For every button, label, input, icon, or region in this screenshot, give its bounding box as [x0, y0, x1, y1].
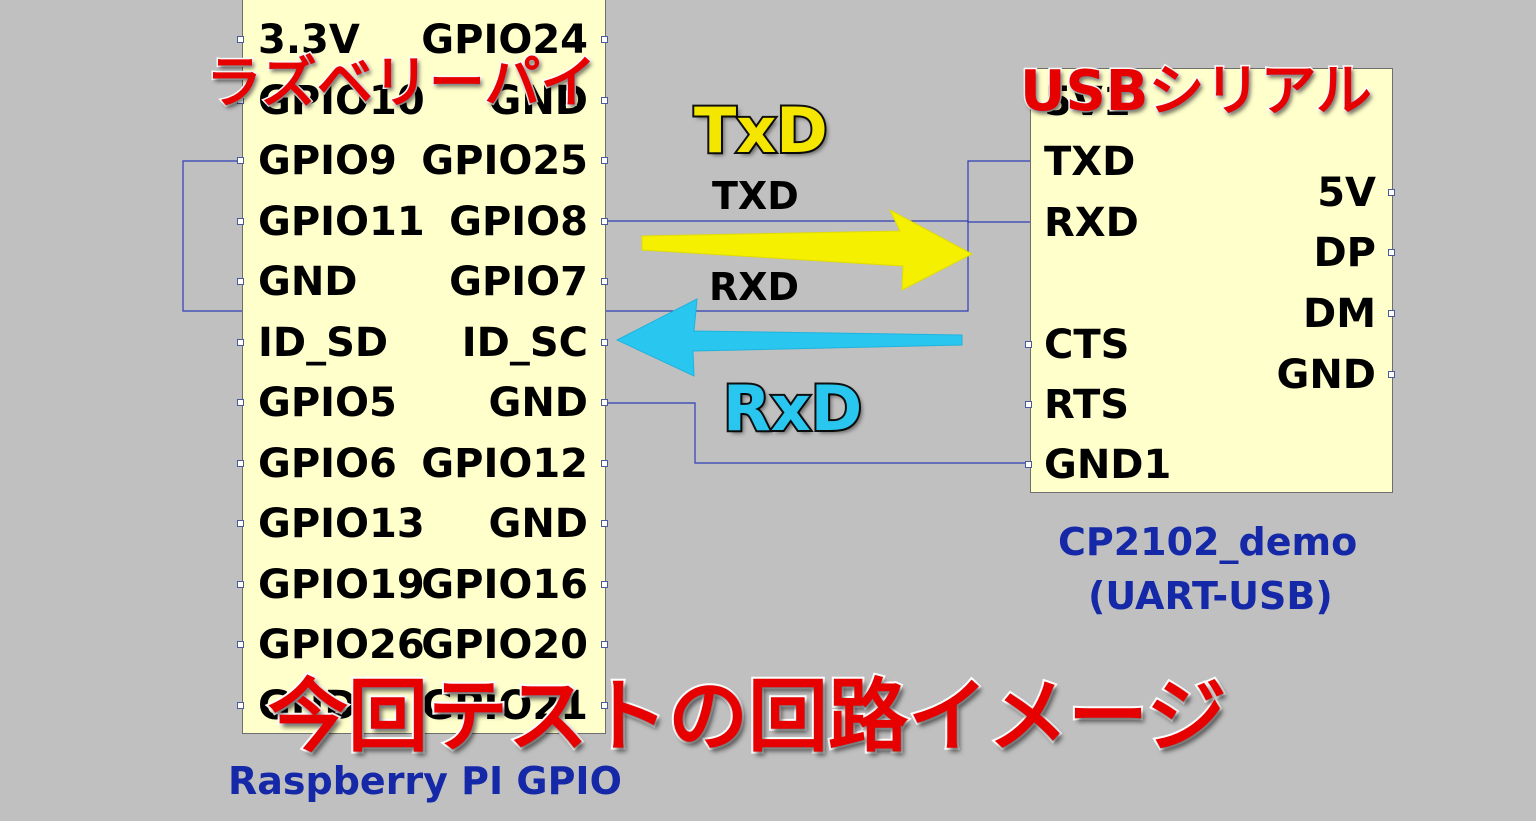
rpi-pin-connector [601, 520, 608, 527]
rpi-pin-connector [237, 157, 244, 164]
rpi-pin-connector [237, 641, 244, 648]
rpi-pin-left-label: GPIO9 [258, 138, 397, 184]
rpi-pin-right-label: GPIO12 [421, 440, 588, 487]
usb-pin-connector [1388, 189, 1395, 196]
usb-pin-right-label: 5V [1317, 170, 1376, 216]
rpi-pin-right-label: GPIO24 [421, 17, 588, 63]
rpi-pin-right-label: ID_SC [461, 319, 588, 366]
wire-gnd-to-usb-gnd1 [606, 402, 1030, 464]
rpi-chip-name: Raspberry PI GPIO [228, 759, 622, 803]
raspberry-pi-gpio-chip [242, 0, 606, 734]
rpi-pin-connector [237, 580, 244, 588]
rxd-arrow [615, 298, 963, 377]
usb-pin-left-label: GND1 [1044, 442, 1172, 488]
usb-serial-title: USBシリアル [1019, 58, 1374, 126]
rpi-pin-right-label: GND [488, 77, 588, 124]
usb-pin-left-label: RTS [1044, 382, 1130, 428]
rpi-pin-connector [601, 399, 608, 406]
rxd-title: RxD [721, 370, 864, 447]
txd-title: TxD [692, 92, 830, 169]
rpi-pin-connector [601, 338, 608, 346]
rpi-pin-right-label: GPIO20 [421, 622, 588, 668]
usb-pin-connector [1025, 401, 1032, 408]
usb-pin-left-label: 5V1 [1044, 79, 1131, 125]
txd-arrow [641, 208, 974, 291]
rpi-pin-left-label: GND [258, 259, 358, 305]
rpi-pin-left-label: GPIO13 [258, 501, 425, 547]
rpi-title: ラズベリーパイ [204, 50, 597, 118]
rpi-pin-connector [237, 96, 244, 104]
rpi-pin-connector [601, 157, 608, 164]
wire-gpio8-to-usb-rxd [606, 220, 1030, 223]
rpi-pin-right-label: GPIO25 [421, 138, 588, 184]
usb-pin-right-label: DM [1302, 291, 1376, 337]
rpi-pin-connector [237, 217, 244, 225]
usb-pin-right-label: DP [1313, 230, 1376, 276]
rpi-pin-left-label: GPIO5 [258, 380, 397, 426]
wire-label-rxd: RXD [709, 265, 800, 309]
rpi-pin-right-label: GPIO21 [421, 682, 588, 729]
usb-pin-connector [1388, 249, 1395, 256]
rpi-pin-connector [237, 701, 244, 709]
rpi-pin-connector [601, 96, 608, 104]
rpi-pin-connector [601, 278, 608, 285]
usb-pin-connector [1025, 341, 1032, 348]
main-caption: 今回テストの回路イメージ [266, 668, 1228, 765]
rpi-pin-connector [237, 459, 244, 467]
rpi-pin-connector [237, 338, 244, 346]
usb-pin-left-label: RXD [1044, 200, 1139, 246]
rpi-pin-left-label: GPIO19 [258, 561, 425, 608]
rpi-pin-connector [601, 36, 608, 43]
usb-serial-chip [1030, 68, 1393, 493]
rpi-pin-connector [601, 459, 608, 467]
rpi-pin-left-label: GPIO26 [258, 622, 425, 668]
rpi-pin-connector [601, 701, 608, 709]
usb-pin-connector [1388, 310, 1395, 317]
rpi-pin-connector [237, 399, 244, 406]
rpi-pin-right-label: GND [488, 380, 588, 426]
rpi-pin-connector [601, 217, 608, 225]
rpi-pin-connector [601, 580, 608, 588]
rpi-pin-connector [237, 36, 244, 43]
wire-label-txd: TXD [712, 174, 799, 218]
usb-chip-name-line1: CP2102_demo [1058, 520, 1358, 564]
rpi-pin-right-label: GND [488, 501, 588, 547]
usb-pin-connector [1388, 371, 1395, 378]
rpi-pin-connector [237, 278, 244, 285]
rpi-pin-right-label: GPIO7 [449, 259, 588, 305]
usb-pin-right-label: GND [1276, 352, 1376, 398]
usb-pin-connector [1025, 461, 1032, 468]
rpi-pin-left-label: GPIO6 [258, 440, 397, 487]
rpi-pin-left-label: GPIO11 [258, 198, 425, 245]
usb-pin-left-label: TXD [1044, 139, 1136, 185]
rpi-pin-right-label: GPIO8 [449, 198, 588, 245]
rpi-pin-left-label: 3.3V [258, 17, 360, 63]
rpi-pin-left-label: ID_SD [258, 319, 389, 366]
rpi-pin-connector [237, 520, 244, 527]
rpi-pin-connector [601, 641, 608, 648]
rpi-pin-right-label: GPIO16 [421, 561, 588, 608]
usb-pin-left-label: CTS [1044, 322, 1130, 368]
rpi-pin-left-label: GND [258, 682, 358, 729]
rpi-pin-left-label: GPIO10 [258, 77, 425, 124]
usb-chip-name-line2: (UART-USB) [1088, 574, 1333, 618]
